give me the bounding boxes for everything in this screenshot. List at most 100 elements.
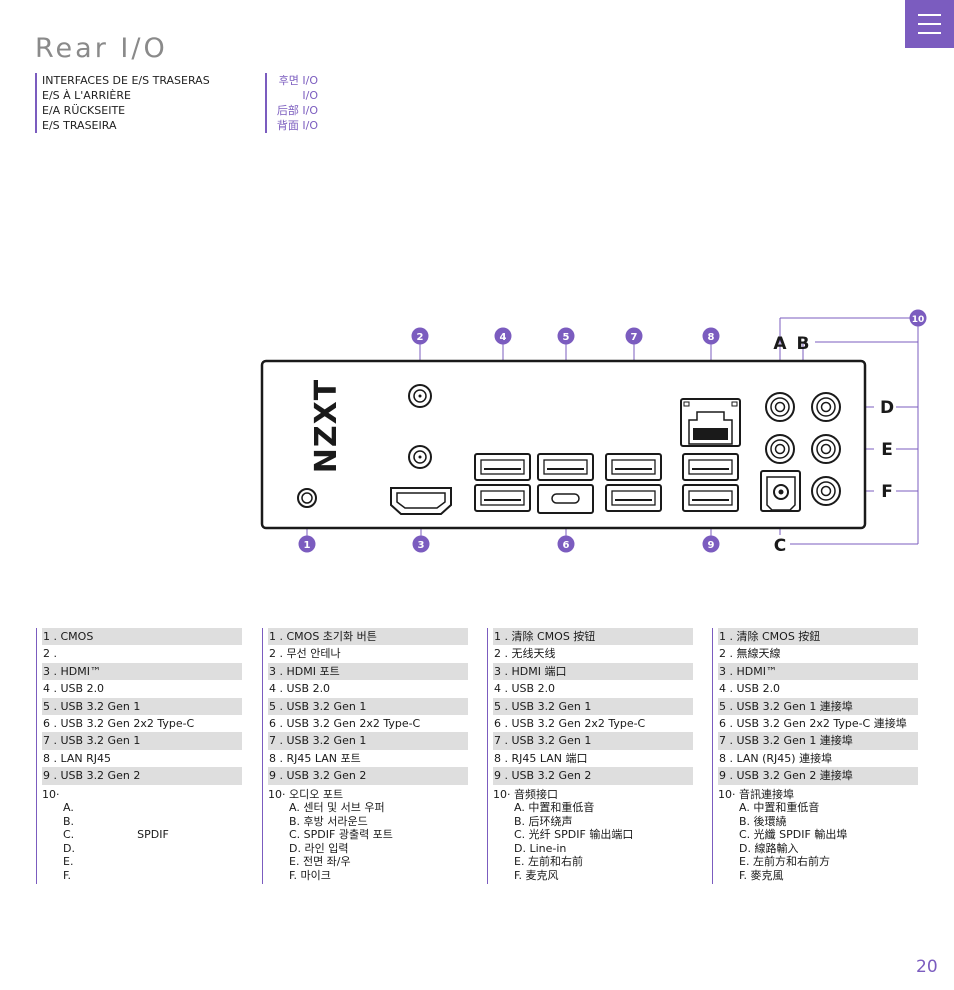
spdif-optical-port	[760, 470, 801, 512]
svg-text:1: 1	[304, 540, 311, 551]
svg-text:6: 6	[563, 540, 570, 551]
callout-badge: 1	[298, 535, 316, 553]
legend-row: 4 . USB 2.0	[494, 682, 556, 696]
callout-badge: 7	[625, 327, 643, 345]
subtitle-es: INTERFACES DE E/S TRASERAS	[42, 74, 210, 87]
audio-header: 10· 音訊連接埠	[718, 787, 794, 801]
svg-text:9: 9	[708, 540, 715, 551]
audio-ports-list: 10· 音频接口 A. 中置和重低音 B. 后环绕声 C. 光纤 SPDIF 输…	[493, 788, 693, 883]
legend-row: 6 . USB 3.2 Gen 2x2 Type-C	[269, 716, 421, 730]
usb-pin-strips	[484, 468, 729, 501]
callouts: 1 2 3 4 5 6 7 8 9 10	[298, 309, 927, 553]
svg-text:7: 7	[631, 332, 638, 343]
svg-text:3: 3	[418, 540, 425, 551]
audio-ports-list: 10· 오디오 포트 A. 센터 및 서브 우퍼 B. 후방 서라운드 C. S…	[268, 788, 468, 883]
audio-item: A.	[63, 801, 74, 815]
usb-2-0-ports	[474, 453, 531, 512]
hamburger-icon-bar	[918, 32, 941, 34]
hamburger-icon-bar	[918, 14, 941, 16]
audio-item: E.	[63, 855, 74, 869]
legend-row: 8 . RJ45 LAN 端口	[494, 751, 588, 765]
legend-row: 4 . USB 2.0	[269, 682, 331, 696]
callout-badge: 4	[494, 327, 512, 345]
usb-3-2-gen1-ports-pair	[605, 453, 662, 512]
svg-text:8: 8	[708, 332, 715, 343]
audio-header: 10· 오디오 포트	[268, 787, 344, 801]
legend-row: 3 . HDMI 포트	[268, 662, 468, 681]
legend-row: 7 . USB 3.2 Gen 1	[493, 732, 693, 750]
subtitle-translations: INTERFACES DE E/S TRASERAS E/S À L'ARRIÈ…	[35, 73, 210, 133]
audio-label-b: B	[797, 334, 810, 354]
audio-item: D.	[63, 841, 75, 855]
rear-io-diagram: NZXT	[260, 309, 927, 556]
callout-badge: 9	[702, 535, 720, 553]
svg-text:2: 2	[417, 332, 424, 343]
legend-column-multilingual: 1 . CMOS 2 . 3 . HDMI™ 4 . USB 2.0 5 . U…	[36, 628, 242, 884]
callout-badge: 8	[702, 327, 720, 345]
usb-a-ports	[474, 453, 739, 512]
subtitle-zh-cn: 后部 I/O	[276, 104, 318, 117]
legend-row: 7 . USB 3.2 Gen 1	[42, 732, 242, 750]
legend-row: 2 .	[43, 647, 57, 661]
legend-row: 5 . USB 3.2 Gen 1 連接埠	[718, 697, 918, 715]
menu-button[interactable]	[905, 0, 954, 48]
audio-label-c: C	[774, 536, 786, 556]
legend-row: 4 . USB 2.0	[43, 682, 105, 696]
legend-row: 3 . HDMI™	[42, 662, 242, 681]
legend-row: 2 . 無線天線	[719, 647, 781, 661]
audio-item: A. 中置和重低音	[514, 801, 595, 815]
legend-row: 5 . USB 3.2 Gen 1	[268, 697, 468, 715]
legend-row: 6 . USB 3.2 Gen 2x2 Type-C	[43, 716, 195, 730]
legend-row: 6 . USB 3.2 Gen 2x2 Type-C 連接埠	[719, 716, 907, 730]
callout-badge: 6	[557, 535, 575, 553]
audio-label-f: F	[881, 482, 893, 502]
audio-item: E. 전면 좌/우	[289, 855, 351, 869]
audio-item: E. 左前和右前	[514, 855, 583, 869]
svg-text:10: 10	[912, 315, 925, 325]
svg-text:5: 5	[563, 332, 570, 343]
audio-item: C. 光纤 SPDIF 输出端口	[514, 828, 634, 842]
legend-row: 1 . 清除 CMOS 按鈕	[718, 628, 918, 646]
legend-column-traditional-chinese: 1 . 清除 CMOS 按鈕 2 . 無線天線 3 . HDMI™ 4 . US…	[712, 628, 918, 884]
legend-row: 9 . USB 3.2 Gen 2 連接埠	[718, 767, 918, 785]
subtitle-ko: 후면 I/O	[278, 74, 318, 87]
nzxt-logo: NZXT	[309, 379, 344, 473]
audio-item: D. 線路輸入	[739, 841, 799, 855]
legend-row: 5 . USB 3.2 Gen 1	[42, 697, 242, 715]
audio-item: C. 光纖 SPDIF 輸出埠	[739, 828, 848, 842]
legend-row: 7 . USB 3.2 Gen 1 連接埠	[718, 732, 918, 750]
audio-label-a: A	[773, 334, 787, 354]
legend-row: 3 . HDMI 端口	[493, 662, 693, 681]
svg-text:4: 4	[500, 332, 507, 343]
legend-row: 6 . USB 3.2 Gen 2x2 Type-C	[494, 716, 646, 730]
wifi-antenna-connectors	[408, 384, 432, 469]
audio-item: F. 麦克风	[514, 868, 559, 882]
page-title: Rear I/O	[35, 33, 168, 64]
legend-row: 1 . CMOS	[42, 628, 242, 646]
legend-row: 8 . LAN RJ45	[43, 751, 112, 765]
audio-item: C. SPDIF	[63, 828, 169, 842]
audio-header: 10· 音频接口	[493, 787, 558, 801]
callout-badge: 3	[412, 535, 430, 553]
legend-row: 2 . 无线天线	[494, 647, 556, 661]
legend-row: 3 . HDMI™	[718, 662, 918, 681]
audio-item: B. 后环绕声	[514, 814, 573, 828]
legend-row: 9 . USB 3.2 Gen 2	[268, 767, 468, 785]
hdmi-port	[390, 487, 452, 515]
audio-item: B. 後環繞	[739, 814, 787, 828]
audio-letter-labels: A B C D E F	[773, 334, 894, 556]
legend-row: 8 . LAN (RJ45) 連接埠	[719, 751, 833, 765]
callout-badge: 5	[557, 327, 575, 345]
subtitle-pt: E/S TRASEIRA	[42, 119, 117, 132]
subtitle-ja: I/O	[302, 89, 318, 102]
legend-row: 4 . USB 2.0	[719, 682, 781, 696]
callout-badge: 2	[411, 327, 429, 345]
legend-row: 1 . CMOS 초기화 버튼	[268, 628, 468, 646]
audio-ports-list: 10· 音訊連接埠 A. 中置和重低音 B. 後環繞 C. 光纖 SPDIF 輸…	[718, 788, 918, 883]
audio-item: F.	[63, 868, 72, 882]
legend-row: 8 . RJ45 LAN 포트	[269, 751, 361, 765]
subtitle-zh-tw: 背面 I/O	[276, 119, 318, 132]
subtitle-fr: E/S À L'ARRIÈRE	[42, 89, 131, 102]
hamburger-icon-bar	[918, 23, 941, 25]
legend-row: 9 . USB 3.2 Gen 2	[493, 767, 693, 785]
